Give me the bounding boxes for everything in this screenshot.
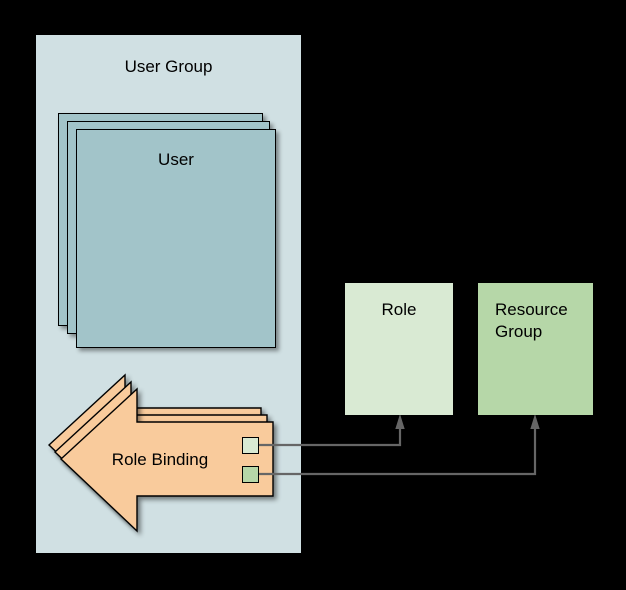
role-binding-role-port [242, 437, 259, 454]
role-binding-label: Role Binding [111, 450, 209, 469]
resource-group-label: Resource Group [495, 300, 568, 341]
connector-resource-group-arrowhead-icon [530, 414, 540, 429]
role-box: Role [345, 283, 453, 415]
connectors [259, 414, 540, 476]
connector-role-arrowhead-icon [395, 414, 405, 429]
role-label: Role [381, 300, 417, 319]
user-label: User [158, 150, 194, 169]
user-group-label: User Group [124, 57, 213, 76]
role-binding-resource-group-port [242, 466, 259, 483]
user-box-front: User [76, 129, 276, 348]
resource-group-box: Resource Group [478, 283, 593, 415]
